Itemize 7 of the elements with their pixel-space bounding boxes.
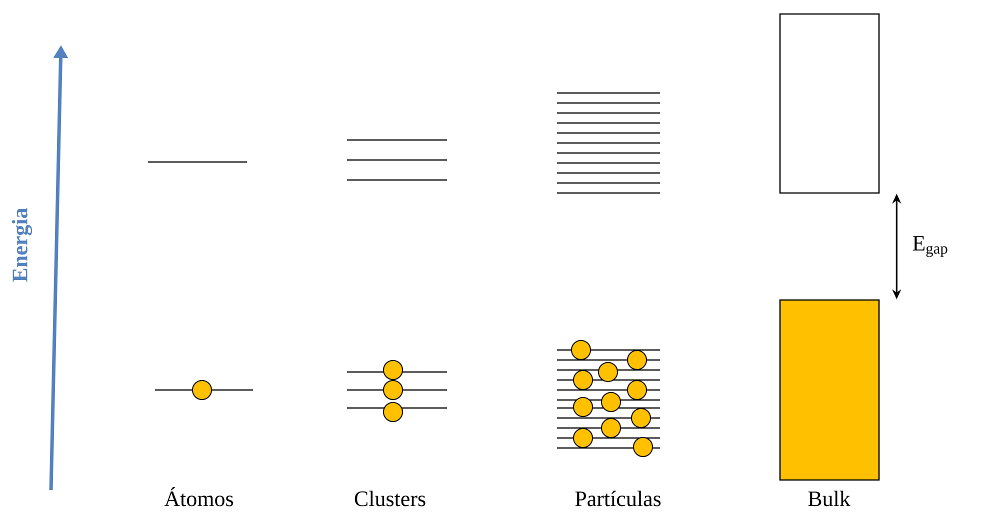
column-label: Partículas — [575, 490, 661, 506]
column-label: Clusters — [354, 490, 426, 506]
band-box — [779, 299, 880, 481]
column-label: Átomos — [164, 487, 234, 506]
band-box — [779, 13, 880, 194]
axis-label: Energia — [12, 208, 32, 282]
edge-label: E$_{gap}$ — [912, 236, 948, 257]
